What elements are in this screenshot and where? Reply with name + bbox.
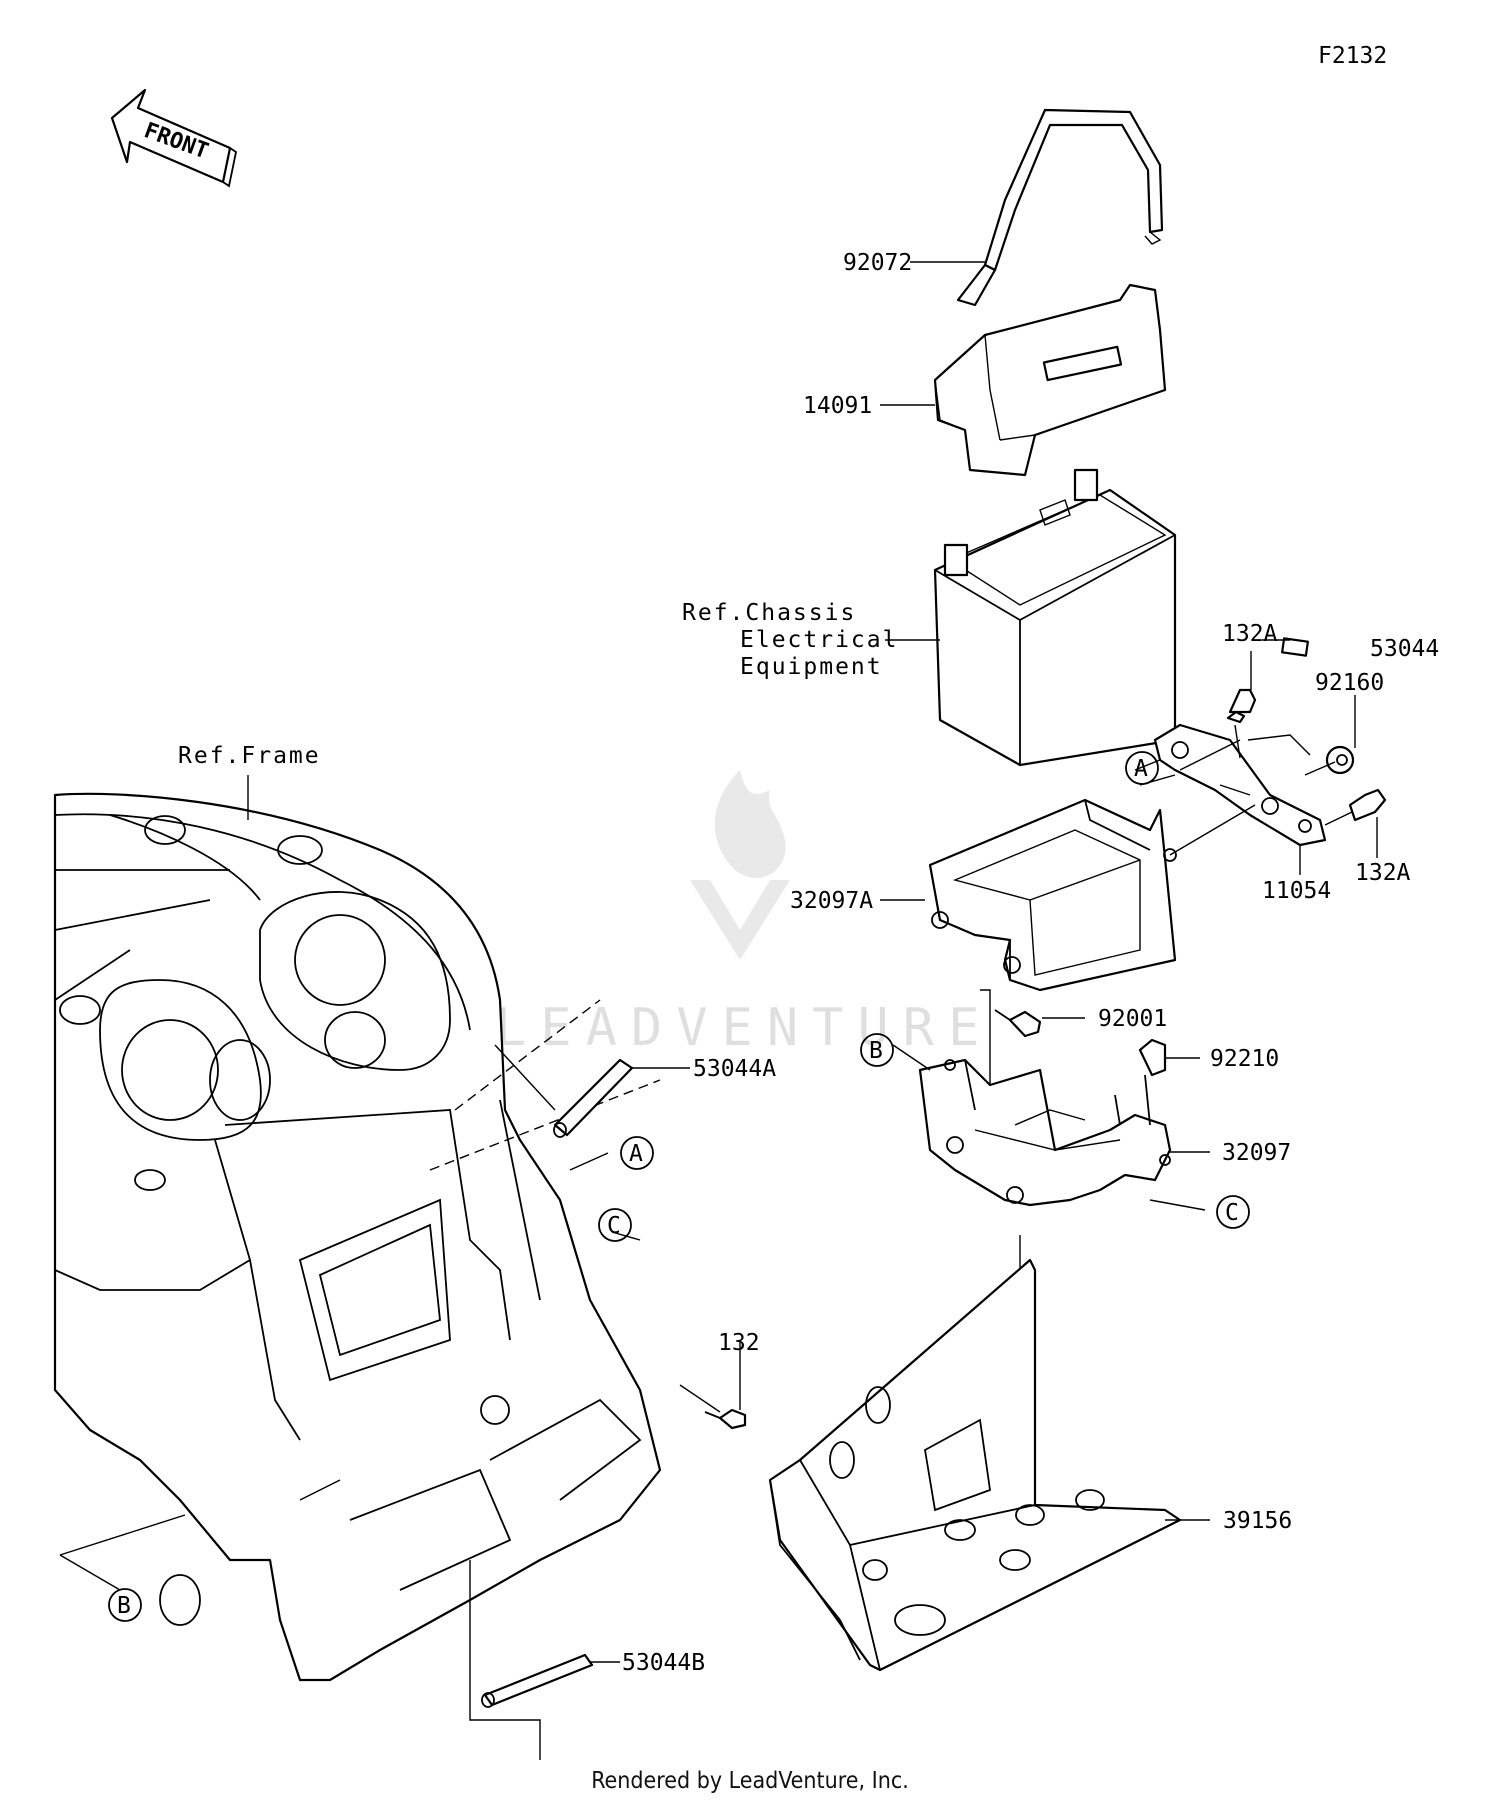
svg-text:B: B [869, 1038, 883, 1064]
skid-plate [768, 1258, 1182, 1672]
ref-chassis-line2: Electrical [740, 627, 898, 653]
label-132: 132 [718, 1330, 760, 1356]
nut-92160-icon [1325, 745, 1355, 775]
label-92210: 92210 [1210, 1046, 1279, 1072]
ref-chassis-line3: Equipment [740, 654, 883, 680]
callout-b-tray: B [860, 1033, 894, 1067]
callout-b-frame: B [108, 1588, 142, 1622]
callout-c-tray: C [1216, 1195, 1250, 1229]
svg-text:B: B [117, 1593, 131, 1619]
battery-tray-upper [928, 798, 1177, 992]
battery-bracket [1153, 723, 1327, 847]
battery [933, 468, 1177, 767]
bolt-132A-top-icon [1226, 688, 1257, 724]
watermark-logo: LEADVENTURE [495, 770, 993, 1058]
ref-frame: Ref.Frame [178, 743, 321, 769]
battery-cover [933, 283, 1167, 477]
watermark-text: LEADVENTURE [495, 998, 993, 1058]
footer-credit: Rendered by LeadVenture, Inc. [591, 1768, 909, 1794]
label-132A-bottom: 132A [1355, 860, 1411, 886]
callout-a-frame: A [620, 1136, 654, 1170]
ref-chassis-line1: Ref.Chassis [682, 600, 856, 626]
label-39156: 39156 [1223, 1508, 1292, 1534]
collar-53044-icon [1281, 637, 1309, 657]
svg-text:A: A [1134, 756, 1148, 782]
svg-text:C: C [607, 1213, 621, 1239]
label-53044A: 53044A [693, 1056, 776, 1082]
label-14091: 14091 [803, 393, 872, 419]
label-92001: 92001 [1098, 1006, 1167, 1032]
label-92160: 92160 [1315, 670, 1384, 696]
rubber-strip-53044B [481, 1653, 594, 1708]
label-32097: 32097 [1222, 1140, 1291, 1166]
rubber-strip-53044A [553, 1058, 634, 1138]
clip-92210-icon [1138, 1038, 1167, 1077]
front-arrow-icon: FRONT [110, 88, 238, 188]
label-32097A: 32097A [790, 888, 873, 914]
svg-text:C: C [1225, 1200, 1239, 1226]
label-53044B: 53044B [622, 1650, 705, 1676]
svg-text:A: A [629, 1141, 643, 1167]
bolt-132-icon [704, 1408, 747, 1430]
callout-c-frame: C [598, 1208, 632, 1242]
diagram-code: F2132 [1318, 43, 1387, 69]
battery-strap [956, 108, 1164, 307]
label-132A-top: 132A [1222, 621, 1278, 647]
bolt-132A-bottom-icon [1348, 788, 1387, 822]
label-11054: 11054 [1262, 878, 1331, 904]
label-92072: 92072 [843, 250, 912, 276]
motorcycle-frame [53, 792, 662, 1682]
label-53044: 53044 [1370, 636, 1439, 662]
callout-a-bracket: A [1125, 751, 1159, 785]
bolt-92001-icon [994, 1009, 1042, 1038]
battery-tray-lower [918, 1058, 1172, 1207]
